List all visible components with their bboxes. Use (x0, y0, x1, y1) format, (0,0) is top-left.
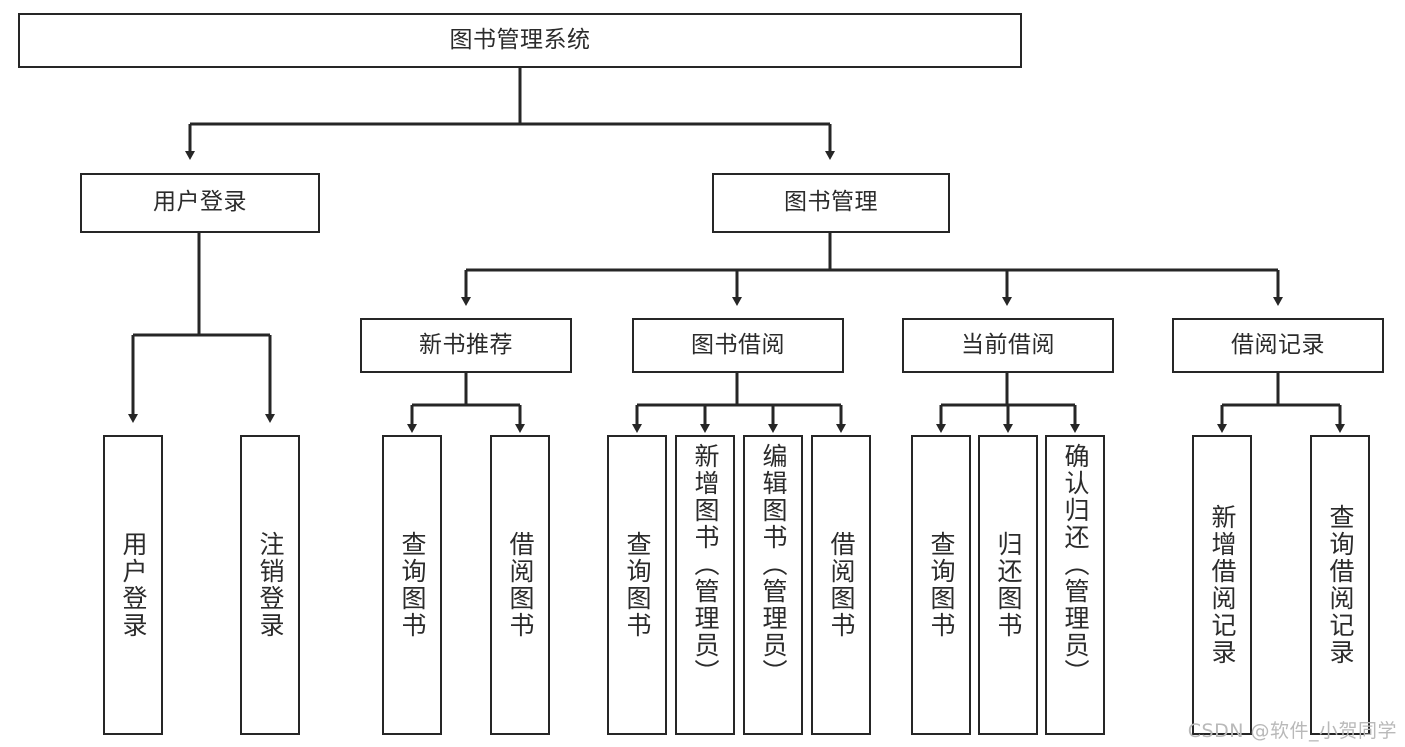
node-label: 查询图书 (623, 531, 652, 639)
node-book-borrowing[interactable]: 图书借阅 (632, 318, 844, 373)
node-borrowing-record[interactable]: 借阅记录 (1172, 318, 1384, 373)
leaf-current-borrow-confirm-return-admin[interactable]: 确认归还（管理员） (1045, 435, 1105, 735)
node-label: 新增借阅记录 (1208, 504, 1237, 666)
leaf-user-login-logout[interactable]: 注销登录 (240, 435, 300, 735)
node-label: 注销登录 (256, 531, 285, 639)
leaf-current-borrow-query-book[interactable]: 查询图书 (911, 435, 971, 735)
node-label: 用户登录 (119, 531, 148, 639)
leaf-book-borrow-edit-book-admin[interactable]: 编辑图书（管理员） (743, 435, 803, 735)
node-book-management[interactable]: 图书管理 (712, 173, 950, 233)
node-label: 查询图书 (398, 531, 427, 639)
node-current-borrowing[interactable]: 当前借阅 (902, 318, 1114, 373)
leaf-new-book-query-book[interactable]: 查询图书 (382, 435, 442, 735)
node-label: 查询借阅记录 (1326, 504, 1355, 666)
node-label: 新书推荐 (419, 331, 513, 358)
csdn-watermark: CSDN @软件_小贺同学 (1187, 720, 1397, 742)
leaf-new-book-borrow-book[interactable]: 借阅图书 (490, 435, 550, 735)
node-label: 归还图书 (994, 531, 1023, 639)
leaf-book-borrow-borrow-book[interactable]: 借阅图书 (811, 435, 871, 735)
leaf-user-login-login[interactable]: 用户登录 (103, 435, 163, 735)
node-label: 当前借阅 (961, 331, 1055, 358)
node-label: 编辑图书（管理员） (759, 443, 788, 686)
leaf-book-borrow-query-book[interactable]: 查询图书 (607, 435, 667, 735)
node-user-login[interactable]: 用户登录 (80, 173, 320, 233)
leaf-current-borrow-return-book[interactable]: 归还图书 (978, 435, 1038, 735)
node-label: 新增图书（管理员） (691, 443, 720, 686)
node-label: 借阅图书 (506, 531, 535, 639)
node-root-book-management-system[interactable]: 图书管理系统 (18, 13, 1022, 68)
node-new-book-recommendation[interactable]: 新书推荐 (360, 318, 572, 373)
node-label: 查询图书 (927, 531, 956, 639)
node-label: 图书管理 (784, 189, 878, 216)
node-label: 图书管理系统 (449, 26, 591, 53)
node-label: 用户登录 (153, 189, 247, 216)
node-label: 借阅记录 (1231, 331, 1325, 358)
leaf-borrow-record-add-record[interactable]: 新增借阅记录 (1192, 435, 1252, 735)
leaf-book-borrow-add-book-admin[interactable]: 新增图书（管理员） (675, 435, 735, 735)
leaf-borrow-record-query-record[interactable]: 查询借阅记录 (1310, 435, 1370, 735)
node-label: 图书借阅 (691, 331, 785, 358)
node-label: 借阅图书 (827, 531, 856, 639)
node-label: 确认归还（管理员） (1061, 443, 1090, 686)
